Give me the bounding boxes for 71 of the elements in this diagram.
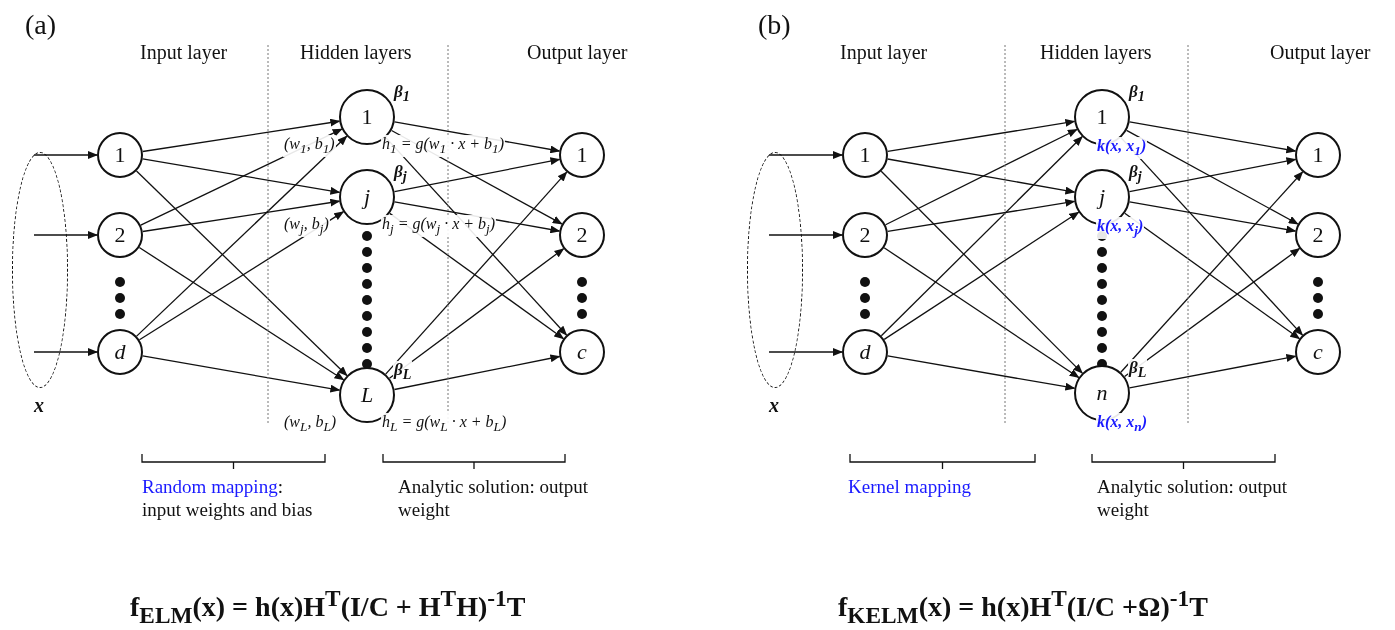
connection-arrow xyxy=(33,231,98,239)
connection-arrow xyxy=(142,198,341,233)
neuron-circle: 2 xyxy=(1295,212,1341,258)
connection-arrow xyxy=(883,247,1080,379)
connection-arrow xyxy=(1128,354,1297,389)
connection-arrow xyxy=(33,348,98,356)
connection-arrow xyxy=(138,211,345,341)
connection-arrow xyxy=(768,231,843,239)
activation-formula: h$_{j}$ = g(w$_{j}$ · x + b$_{j}$) xyxy=(381,215,497,237)
neuron-circle: c xyxy=(559,329,605,375)
neuron-circle: c xyxy=(1295,329,1341,375)
neuron-circle: d xyxy=(842,329,888,375)
connection-arrow xyxy=(768,348,843,356)
connection-arrow xyxy=(1128,157,1297,193)
connection-arrow xyxy=(142,355,341,393)
connection-arrow xyxy=(1123,247,1301,378)
connection-arrow xyxy=(1124,212,1301,340)
connection-arrow xyxy=(768,151,843,159)
connection-arrow xyxy=(887,118,1076,152)
description-text: Analytic solution: output weight xyxy=(398,476,589,522)
layer-title: Hidden layers xyxy=(300,40,412,64)
connection-arrow xyxy=(33,151,98,159)
connection-arrow xyxy=(887,158,1076,195)
output-weight-label: β$_{j}$ xyxy=(393,163,408,185)
kernel-function-label: k(x, x$_{1}$) xyxy=(1096,137,1148,159)
neuron-circle: 1 xyxy=(842,132,888,178)
neuron-circle: 2 xyxy=(842,212,888,258)
connection-arrow xyxy=(884,128,1078,226)
activation-formula: h$_{1}$ = g(w$_{1}$ · x + b$_{1}$) xyxy=(381,135,506,157)
weight-bias-label: (w$_{1}$, b$_{1}$) xyxy=(283,135,336,157)
panel-label: (a) xyxy=(25,8,57,42)
connection-arrow xyxy=(1128,121,1297,154)
layer-title: Hidden layers xyxy=(1040,40,1152,64)
neuron-circle: 1 xyxy=(1295,132,1341,178)
description-text: Kernel mapping xyxy=(848,476,972,499)
output-weight-label: β$_{j}$ xyxy=(1128,163,1143,185)
layer-title: Input layer xyxy=(140,40,228,64)
description-text: Random mapping: input weights and bias xyxy=(142,476,314,522)
connection-arrow xyxy=(135,170,348,377)
neuron-circle: 2 xyxy=(97,212,143,258)
panel-label: (b) xyxy=(758,8,791,42)
neuron-circle: 2 xyxy=(559,212,605,258)
connection-arrow xyxy=(887,355,1076,391)
layer-title: Input layer xyxy=(840,40,928,64)
input-vector-label: x xyxy=(769,394,779,417)
connection-arrow xyxy=(142,118,341,153)
connection-arrow xyxy=(880,170,1083,374)
connection-arrow xyxy=(142,158,341,195)
connection-arrow xyxy=(393,157,561,193)
formula-text: f$_{KELM}$(x) = h(x)H$^{T}$(I/C +Ω)$^{-1}$T xyxy=(838,585,1208,630)
connection-arrow xyxy=(388,248,565,379)
layer-title: Output layer xyxy=(1270,40,1371,64)
input-vector-label: x xyxy=(34,394,44,417)
description-text: Analytic solution: output weight xyxy=(1097,476,1288,522)
connection-arrow xyxy=(385,171,568,375)
weight-bias-label: (w$_{j}$, b$_{j}$) xyxy=(283,215,330,237)
connection-arrow xyxy=(136,135,348,337)
connection-arrow xyxy=(1120,171,1304,373)
kernel-function-label: k(x, x$_{j}$) xyxy=(1096,217,1145,239)
formula-text: f$_{ELM}$(x) = h(x)H$^{T}$(I/C + H$^{T}$H)$^{-1}$T xyxy=(130,585,526,630)
connection-arrow xyxy=(1128,201,1297,234)
neuron-circle: 1 xyxy=(97,132,143,178)
layer-title: Output layer xyxy=(527,40,628,64)
connection-arrow xyxy=(880,136,1083,337)
connection-arrow xyxy=(1125,129,1299,225)
neuron-circle: d xyxy=(97,329,143,375)
connection-arrow xyxy=(393,354,561,391)
connection-arrow xyxy=(883,211,1080,341)
connection-arrow xyxy=(887,198,1076,232)
connection-arrow xyxy=(138,246,345,381)
neuron-circle: 1 xyxy=(559,132,605,178)
